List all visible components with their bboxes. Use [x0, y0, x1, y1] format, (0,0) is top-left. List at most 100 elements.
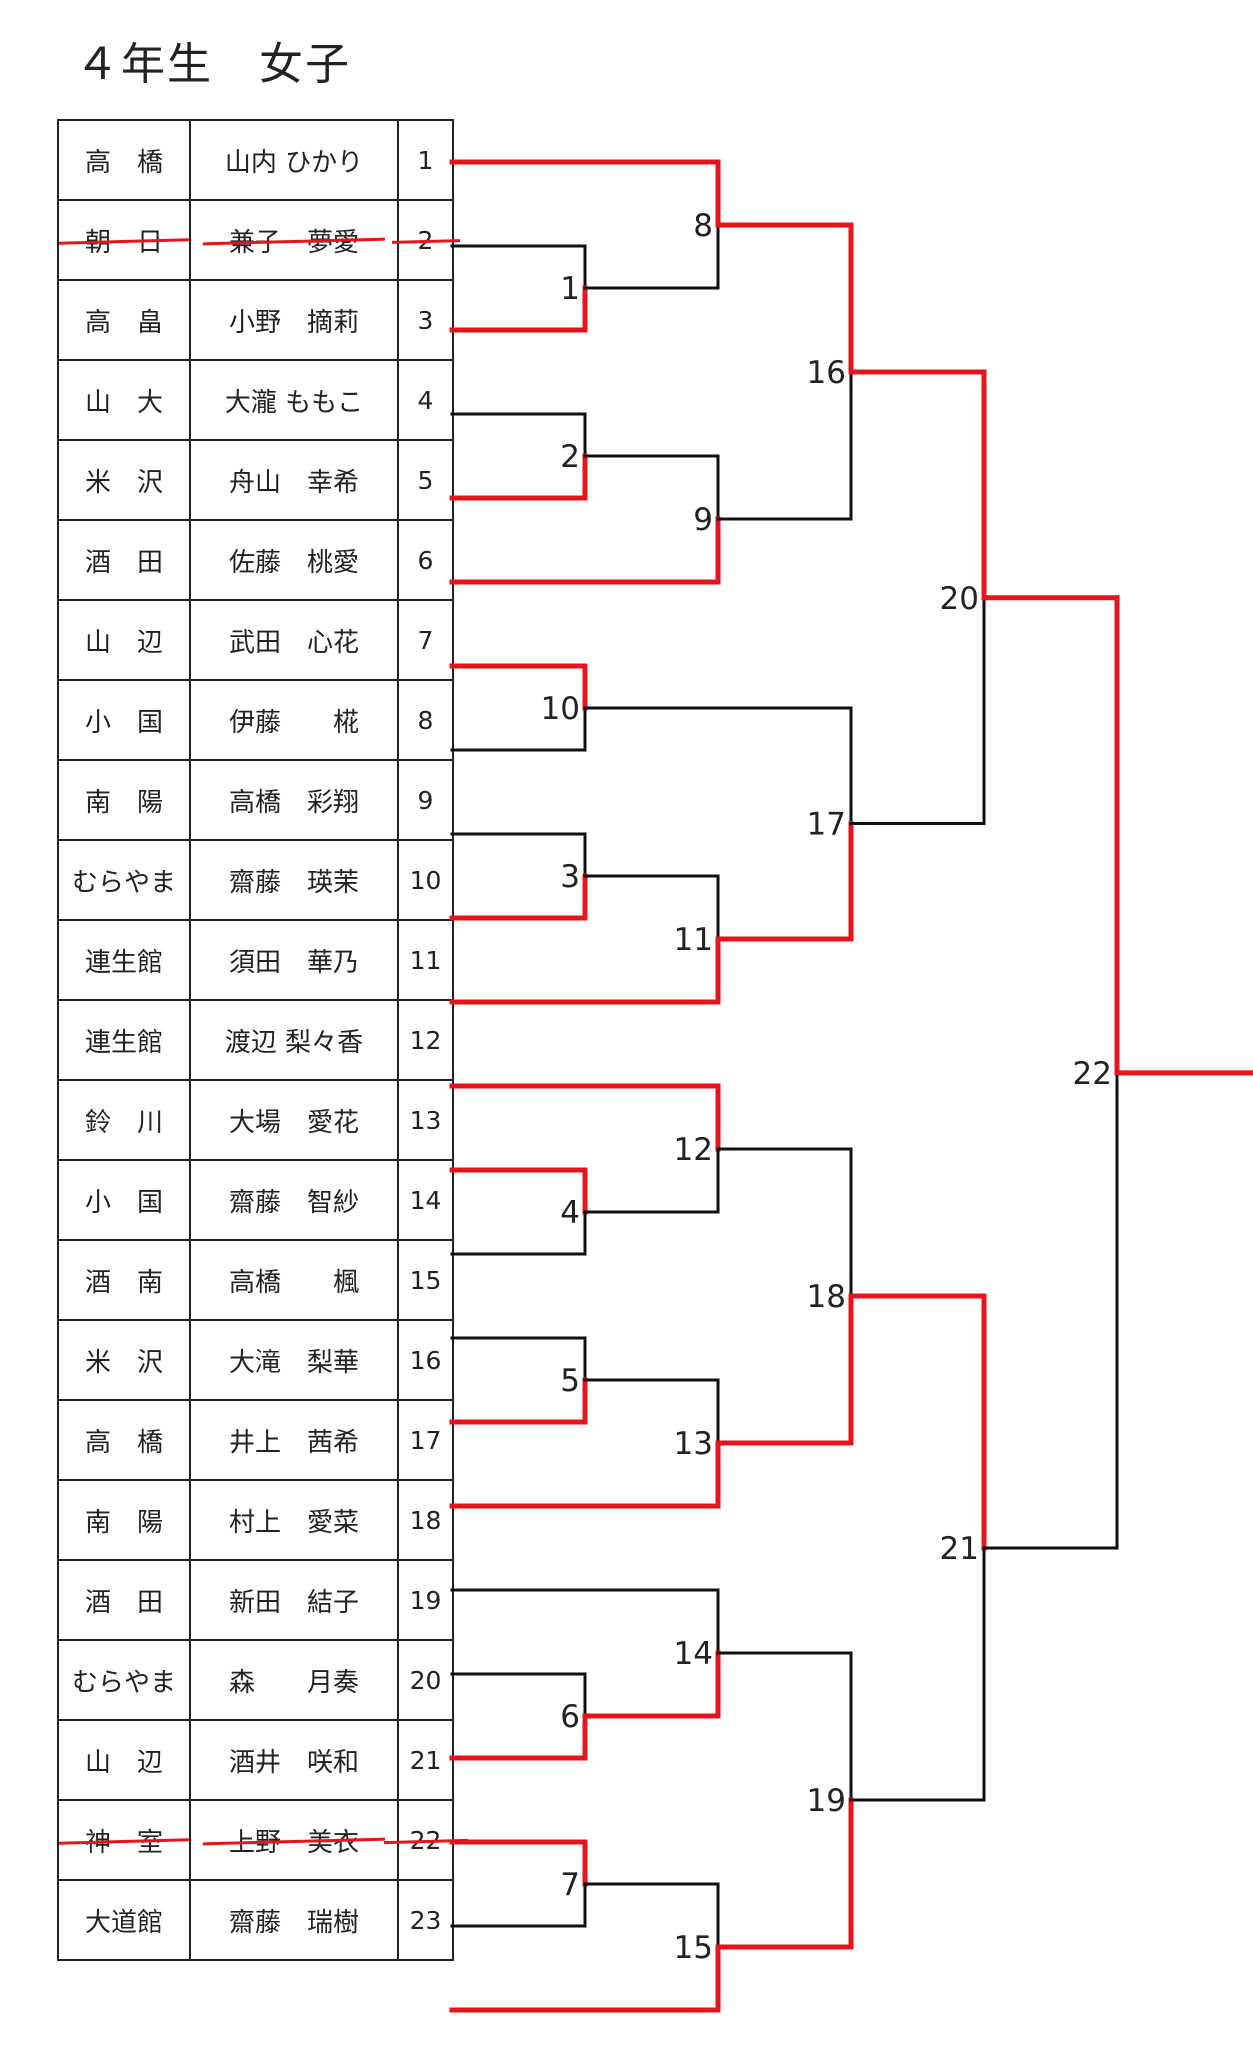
school-name-cell: むらやま [57, 1639, 191, 1721]
entry-number-cell: 1 [397, 119, 454, 201]
school-name: 連生館 [84, 1027, 163, 1058]
player-name-cell: 大瀧 ももこ [189, 359, 399, 441]
school-name: 小 国 [84, 707, 163, 738]
match-number-label: 21 [940, 1531, 979, 1567]
match-number-label: 17 [807, 807, 846, 843]
entry-row: 米 沢 大滝 梨華 16 [57, 1319, 454, 1401]
player-name-cell: 佐藤 桃愛 [189, 519, 399, 601]
entry-row: 山 大大瀧 ももこ 4 [57, 359, 454, 441]
player-name-cell: 齋藤 瑞樹 [189, 1879, 399, 1961]
school-name-cell: 南 陽 [57, 1479, 191, 1561]
player-name: 小野 摘莉 [228, 307, 359, 338]
player-name-cell: 森 月奏 [189, 1639, 399, 1721]
entry-row: 米 沢 舟山 幸希 5 [57, 439, 454, 521]
player-name-cell: 新田 結子 [189, 1559, 399, 1641]
entry-row: 高 橋 井上 茜希 17 [57, 1399, 454, 1481]
school-name: 高 橋 [84, 1427, 163, 1458]
entry-number-cell: 5 [397, 439, 454, 521]
player-name: 齋藤 瑞樹 [228, 1907, 359, 1938]
school-name-cell: 大道館 [57, 1879, 191, 1961]
entry-number: 17 [409, 1425, 442, 1455]
player-name-cell: 渡辺 梨々香 [189, 999, 399, 1081]
school-name-cell: 神 室 [57, 1799, 191, 1881]
school-name-cell: 酒 田 [57, 1559, 191, 1641]
school-name-cell: 連生館 [57, 919, 191, 1001]
school-name: むらやま [71, 1667, 176, 1698]
match-number-label: 15 [674, 1930, 713, 1966]
player-name: 舟山 幸希 [228, 467, 359, 498]
entry-number: 15 [409, 1265, 442, 1295]
entry-number-cell: 13 [397, 1079, 454, 1161]
player-name: 森 月奏 [228, 1667, 359, 1698]
player-name: 酒井 咲和 [228, 1747, 359, 1778]
school-name-cell: 山 大 [57, 359, 191, 441]
match-number-label: 22 [1073, 1056, 1112, 1092]
player-name-cell: 井上 茜希 [189, 1399, 399, 1481]
match-number-label: 6 [560, 1699, 580, 1735]
school-name: 山 大 [84, 387, 163, 418]
player-name-cell: 大場 愛花 [189, 1079, 399, 1161]
school-name: 酒 田 [84, 547, 163, 578]
school-name-cell: 小 国 [57, 1159, 191, 1241]
entry-number: 10 [409, 865, 442, 895]
entry-number-cell: 8 [397, 679, 454, 761]
school-name: 南 陽 [84, 787, 163, 818]
school-name-cell: 山 辺 [57, 599, 191, 681]
entry-number: 19 [409, 1585, 442, 1615]
player-name: 大滝 梨華 [228, 1347, 359, 1378]
player-name: 伊藤 椛 [228, 707, 359, 738]
player-name: 渡辺 梨々香 [224, 1027, 364, 1058]
match-number-label: 10 [541, 691, 580, 727]
entry-number: 13 [409, 1105, 442, 1135]
match-number-label: 9 [693, 502, 713, 538]
match-number-label: 13 [674, 1426, 713, 1462]
entry-row: 酒 南 高橋 楓 15 [57, 1239, 454, 1321]
player-name-cell: 山内 ひかり [189, 119, 399, 201]
school-name-cell: 南 陽 [57, 759, 191, 841]
match-number-label: 3 [560, 859, 580, 895]
school-name-cell: 酒 田 [57, 519, 191, 601]
entry-number: 12 [409, 1025, 442, 1055]
player-name: 山内 ひかり [224, 147, 364, 178]
entry-number: 6 [417, 545, 434, 575]
player-name: 武田 心花 [228, 627, 359, 658]
school-name: 小 国 [84, 1187, 163, 1218]
school-name: 朝 日 [85, 222, 163, 259]
school-name-cell: 高 橋 [57, 1399, 191, 1481]
player-name: 井上 茜希 [228, 1427, 359, 1458]
school-name: むらやま [71, 867, 176, 898]
school-name-cell: 米 沢 [57, 439, 191, 521]
player-name-cell: 齋藤 智紗 [189, 1159, 399, 1241]
entry-number-cell: 15 [397, 1239, 454, 1321]
match-number-label: 12 [674, 1132, 713, 1168]
school-name-cell: むらやま [57, 839, 191, 921]
school-name: 連生館 [84, 947, 163, 978]
player-name: 上野 美衣 [229, 1822, 359, 1859]
entry-number-cell: 19 [397, 1559, 454, 1641]
school-name-cell: 小 国 [57, 679, 191, 761]
entry-row: 小 国 伊藤 椛 8 [57, 679, 454, 761]
player-name: 新田 結子 [228, 1587, 359, 1618]
match-number-label: 5 [560, 1363, 580, 1399]
school-name: 酒 南 [84, 1267, 163, 1298]
school-name-cell: 連生館 [57, 999, 191, 1081]
entry-number: 16 [409, 1345, 442, 1375]
school-name: 山 辺 [84, 1747, 163, 1778]
entry-number: 11 [409, 945, 442, 975]
entry-row: 連生館 渡辺 梨々香 12 [57, 999, 454, 1081]
player-name: 高橋 楓 [228, 1267, 359, 1298]
entry-number: 4 [417, 385, 434, 415]
page-title: ４年生 女子 [75, 39, 351, 90]
school-name-cell: 米 沢 [57, 1319, 191, 1401]
player-name-cell: 小野 摘莉 [189, 279, 399, 361]
entry-number: 2 [417, 225, 434, 255]
entry-number-cell: 12 [397, 999, 454, 1081]
entry-number: 14 [409, 1185, 442, 1215]
school-name: 高 橋 [84, 147, 163, 178]
school-name-cell: 酒 南 [57, 1239, 191, 1321]
